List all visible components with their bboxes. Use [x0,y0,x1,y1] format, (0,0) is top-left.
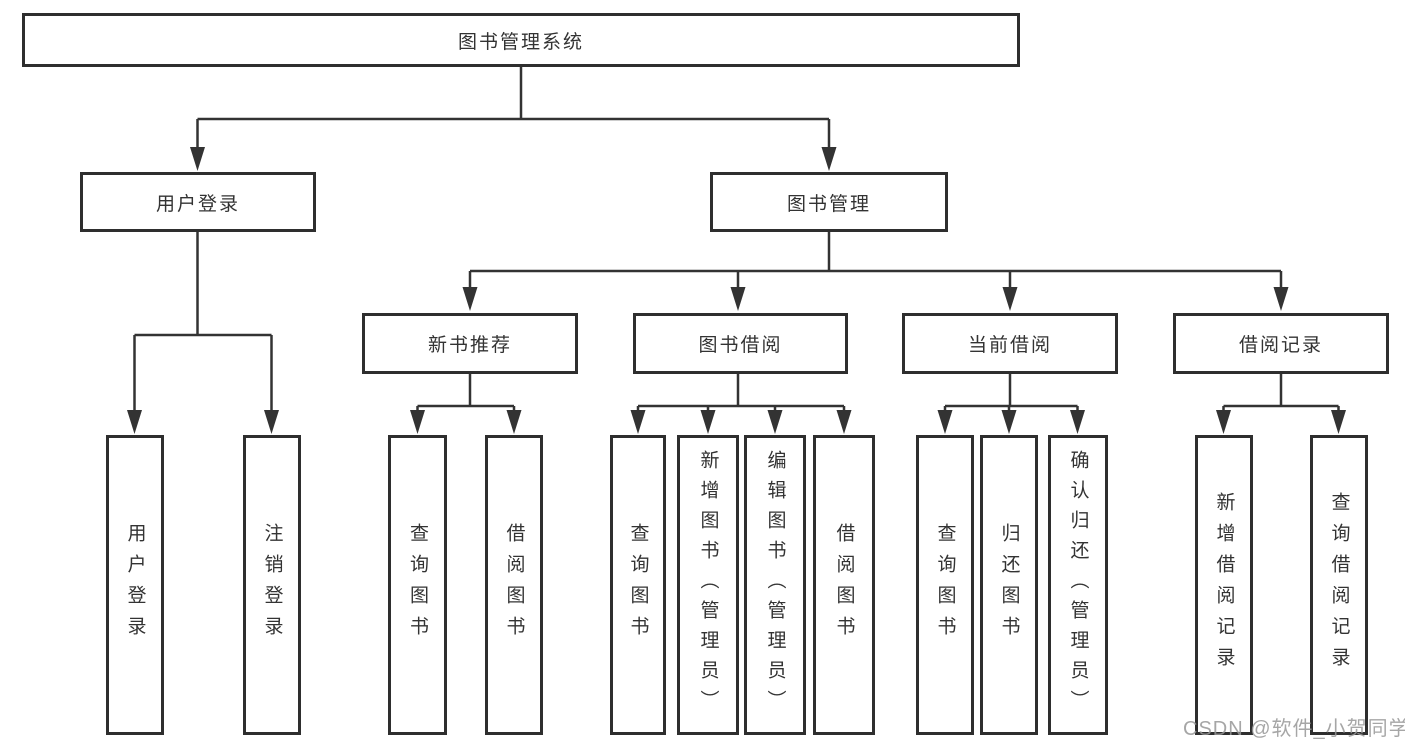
connector-root-to-level2 [196,67,831,150]
leaf-borrow-add-books-admin-label: 新增图书（管理员） [697,450,719,720]
leaf-borrow-edit-books-admin-label: 编辑图书（管理员） [764,450,786,720]
leaf-current-return-books: 归还图书 [980,435,1038,735]
node-current-borrowing-label: 当前借阅 [967,335,1052,356]
node-borrowing-records: 借阅记录 [1173,313,1389,374]
leaf-record-query-borrow-record-label: 查询借阅记录 [1328,492,1350,678]
leaf-newbook-borrow-books: 借阅图书 [485,435,543,735]
node-new-book-recommend-label: 新书推荐 [427,335,512,356]
leaf-record-query-borrow-record: 查询借阅记录 [1310,435,1368,735]
leaf-logout-label: 注销登录 [261,523,283,647]
connector-book-borrowing-to-leaves [636,373,846,414]
leaf-borrow-query-books-label: 查询图书 [627,523,649,647]
leaf-record-add-borrow-record-label: 新增借阅记录 [1213,492,1235,678]
connector-new-book-recommend-to-leaves [416,373,516,414]
node-book-management: 图书管理 [710,172,948,232]
connector-book-management-to-level3 [468,232,1283,290]
leaf-user-login: 用户登录 [106,435,164,735]
leaf-current-query-books-label: 查询图书 [934,523,956,647]
node-book-borrowing: 图书借阅 [633,313,848,374]
leaf-newbook-query-books: 查询图书 [388,435,447,735]
connector-borrowing-records-to-leaves [1222,373,1340,414]
node-root-label: 图书管理系统 [457,31,584,53]
leaf-borrow-borrow-books-label: 借阅图书 [833,523,855,647]
leaf-current-confirm-return-admin-label: 确认归还（管理员） [1067,450,1089,720]
node-book-management-label: 图书管理 [786,193,871,215]
leaf-newbook-query-books-label: 查询图书 [407,523,428,647]
leaf-borrow-borrow-books: 借阅图书 [813,435,875,735]
leaf-borrow-add-books-admin: 新增图书（管理员） [677,435,739,735]
node-user-login-label: 用户登录 [155,193,240,215]
node-current-borrowing: 当前借阅 [902,313,1118,374]
node-borrowing-records-label: 借阅记录 [1238,335,1323,356]
leaf-current-query-books: 查询图书 [916,435,974,735]
leaf-newbook-borrow-books-label: 借阅图书 [503,523,525,647]
leaf-record-add-borrow-record: 新增借阅记录 [1195,435,1253,735]
leaf-current-return-books-label: 归还图书 [998,523,1020,647]
connector-current-borrowing-to-leaves [943,373,1079,414]
node-book-borrowing-label: 图书借阅 [698,335,783,356]
leaf-borrow-query-books: 查询图书 [610,435,666,735]
leaf-user-login-label: 用户登录 [124,523,146,647]
node-new-book-recommend: 新书推荐 [362,313,578,374]
leaf-current-confirm-return-admin: 确认归还（管理员） [1048,435,1108,735]
node-user-login: 用户登录 [80,172,316,232]
leaf-borrow-edit-books-admin: 编辑图书（管理员） [744,435,806,735]
connector-user-login-to-leaves [133,232,273,412]
node-root-library-management-system: 图书管理系统 [22,13,1020,67]
leaf-logout: 注销登录 [243,435,301,735]
